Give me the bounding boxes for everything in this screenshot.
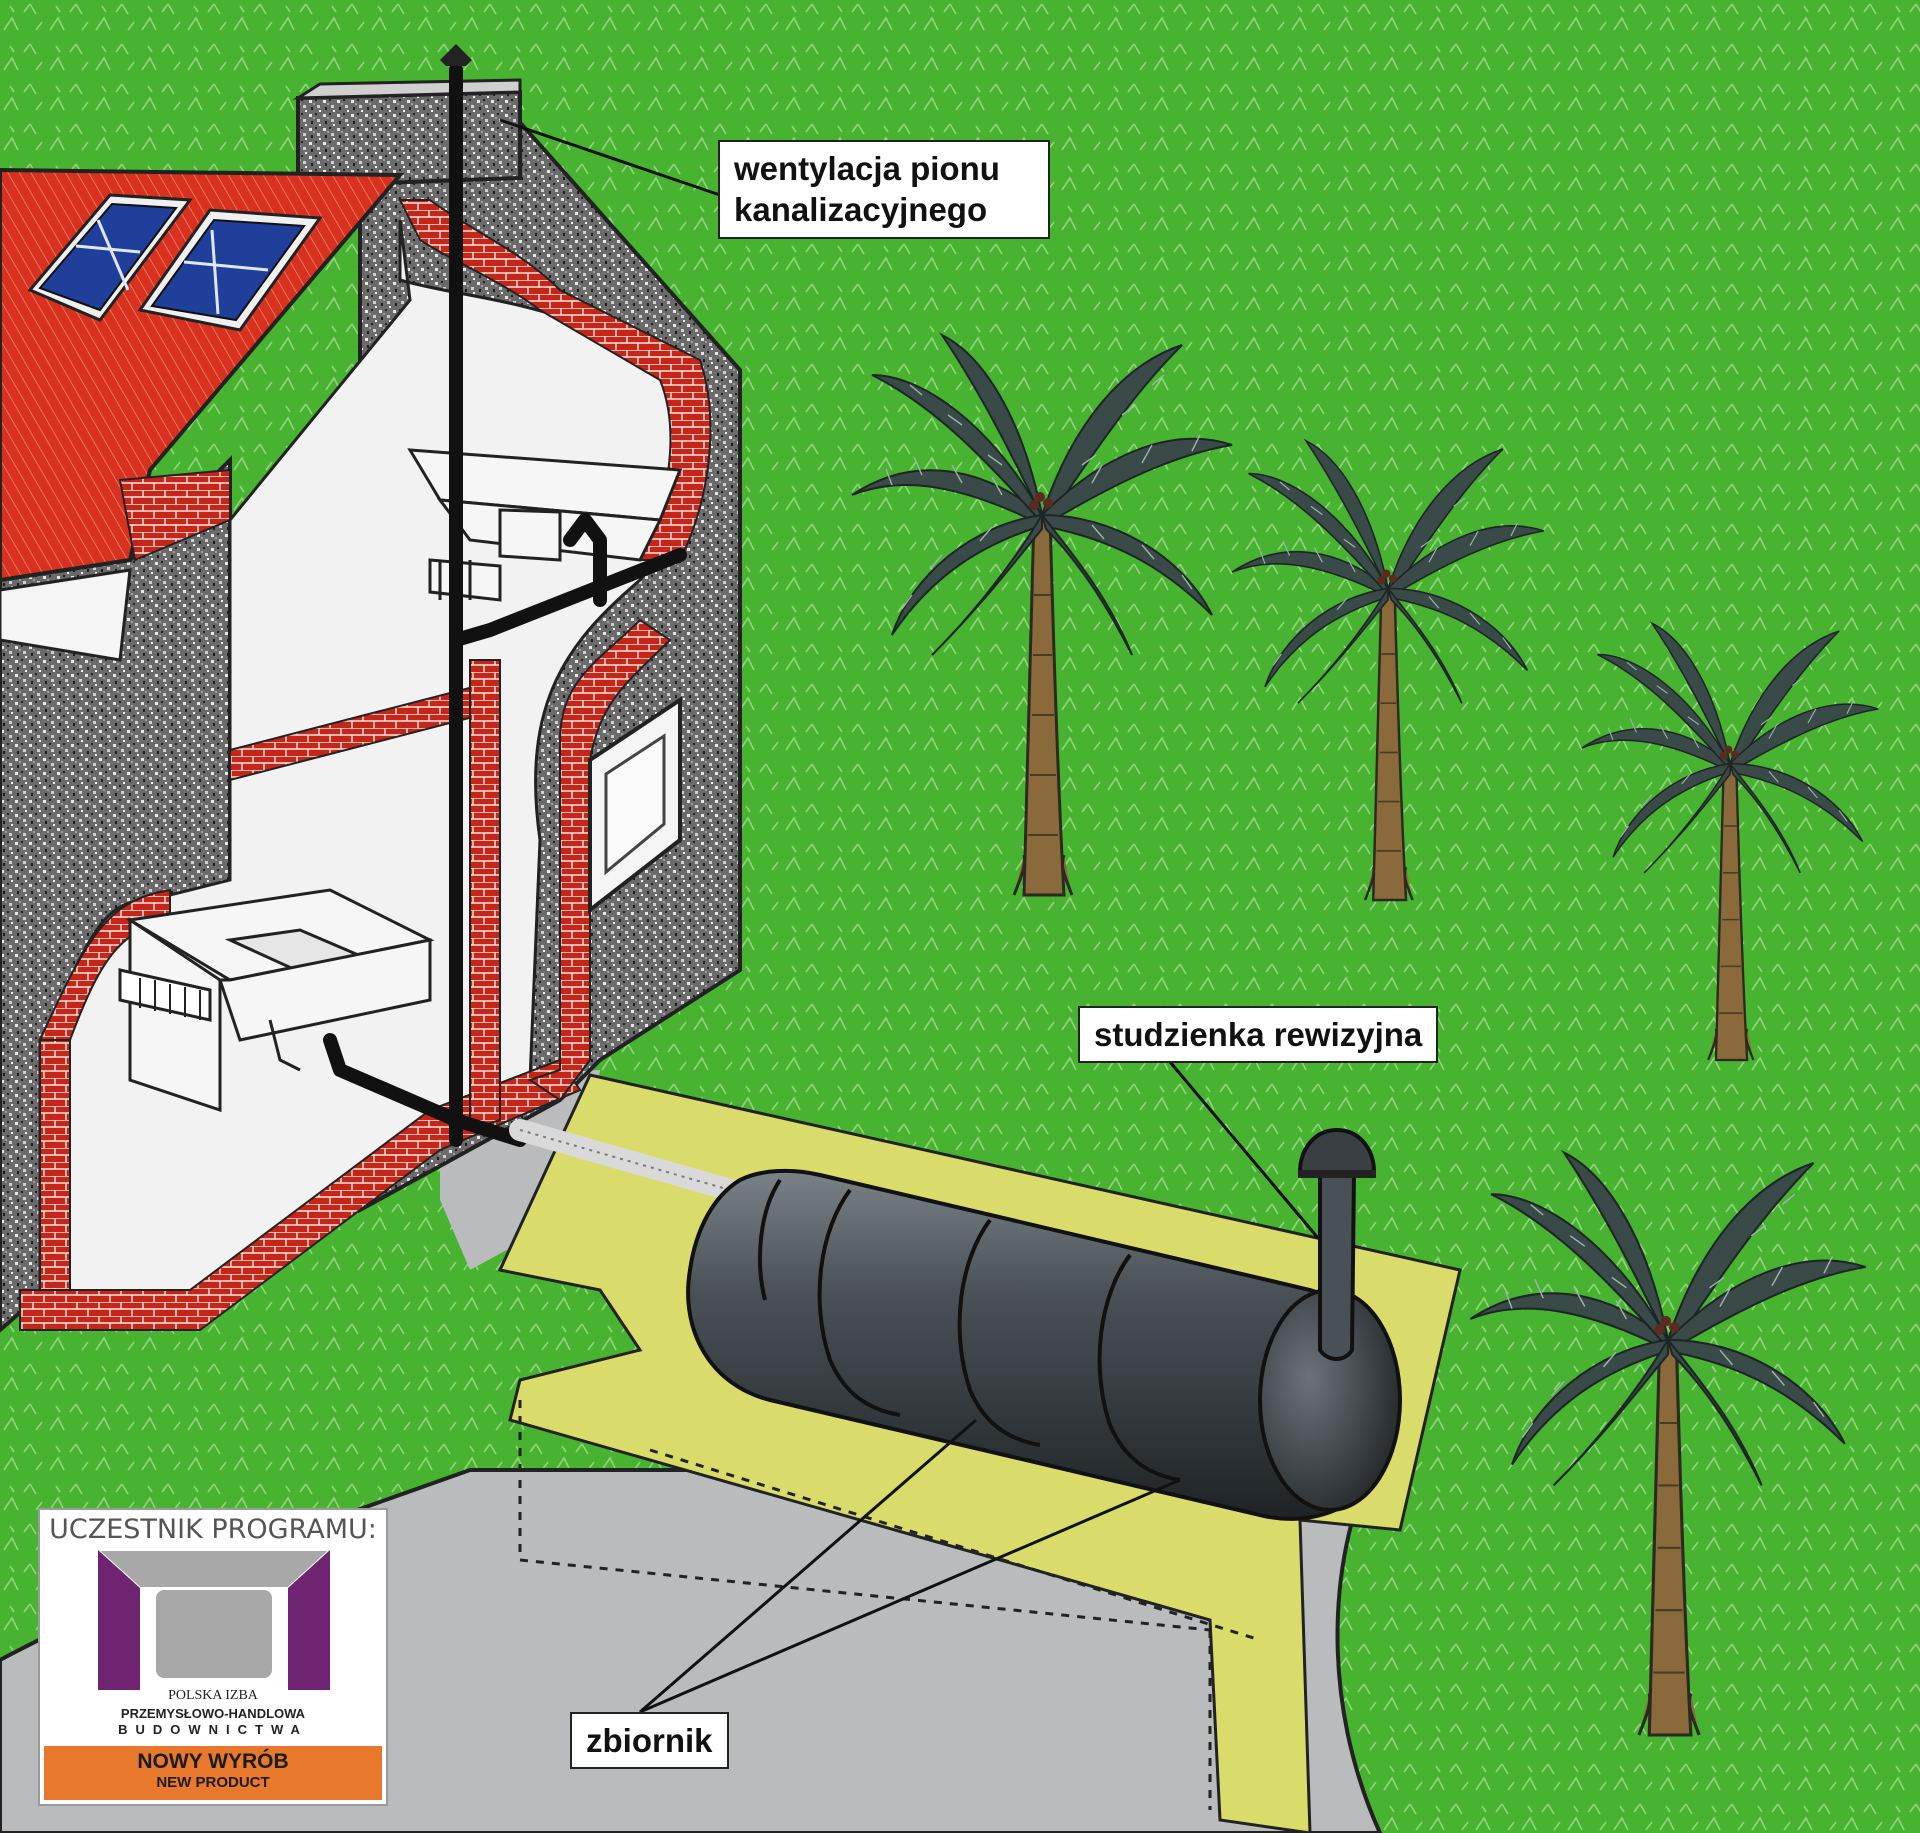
solar-panels	[27, 193, 323, 332]
vent-label-line2: kanalizacyjnego	[734, 191, 988, 229]
badge-org-line2: PRZEMYSŁOWO-HANDLOWA	[120, 1706, 306, 1721]
vent-stack-label: wentylacja pionu kanalizacyjnego	[718, 140, 1050, 239]
program-badge: UCZESTNIK PROGRAMU: POLSKA IZBA PRZEMYSŁ…	[38, 1508, 388, 1806]
outlet-pipe	[509, 1119, 741, 1201]
pipb-logo	[98, 1550, 330, 1690]
leader-lines	[499, 118, 1320, 1714]
kitchen-fixtures	[118, 888, 435, 1113]
septic-tank	[686, 1127, 1402, 1521]
new-product-bar: NOWY WYRÓB NEW PRODUCT	[44, 1746, 382, 1800]
tank-label: zbiornik	[570, 1712, 729, 1770]
badge-org-line3: BUDOWNICTWA	[118, 1722, 308, 1737]
badge-caption: UCZESTNIK PROGRAMU:	[49, 1514, 377, 1545]
badge-org-line1: POLSKA IZBA	[168, 1688, 258, 1703]
new-product-en: NEW PRODUCT	[156, 1774, 270, 1791]
vent-label-line1: wentylacja pionu	[734, 150, 1000, 187]
inspection-well-label: studzienka rewizyjna	[1078, 1006, 1439, 1064]
inspection-riser	[1318, 1167, 1357, 1361]
vent-cap	[440, 44, 472, 66]
new-product-pl: NOWY WYRÓB	[137, 1750, 289, 1773]
drain-pipes	[323, 63, 687, 1147]
house	[0, 44, 742, 1333]
